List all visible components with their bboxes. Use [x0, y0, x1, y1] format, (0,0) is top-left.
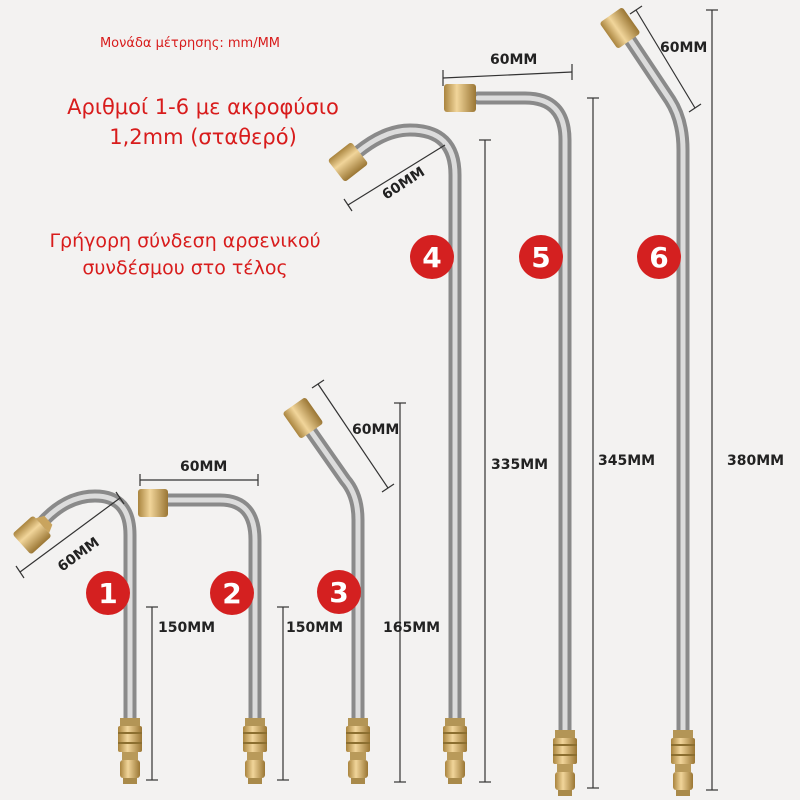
number-badge-6: 6: [637, 235, 681, 279]
length-label-5: 345MM: [598, 453, 655, 469]
lance-5: [444, 84, 577, 796]
quick-connect-note-line-2: συνδέσμου στο τέλος: [82, 257, 288, 279]
length-label-4: 335MM: [491, 457, 548, 473]
brass-nozzle-5: [444, 84, 476, 112]
svg-text:3: 3: [329, 576, 348, 609]
quick-connect-fitting-6: [671, 730, 695, 796]
number-badge-1: 1: [86, 571, 130, 615]
quick-connect-note-line-1: Γρήγορη σύνδεση αρσενικού: [49, 230, 321, 252]
number-badge-2: 2: [210, 571, 254, 615]
tube-6: [623, 33, 690, 742]
svg-text:2: 2: [222, 577, 241, 610]
brass-nozzle-4: [328, 142, 368, 182]
unit-note: Μονάδα μέτρησης: mm/MM: [99, 36, 281, 51]
svg-text:6: 6: [649, 241, 668, 274]
lance-3: [283, 398, 370, 784]
quick-connect-fitting-3: [346, 718, 370, 784]
brass-nozzle-2: [138, 489, 168, 517]
quick-connect-fitting-2: [243, 718, 267, 784]
tip-length-label-3: 60MM: [352, 422, 399, 438]
lance-6: [600, 8, 695, 796]
quick-connect-fitting-4: [443, 718, 467, 784]
svg-text:4: 4: [422, 241, 441, 274]
tip-length-label-2: 60MM: [180, 459, 227, 475]
quick-connect-note: Γρήγορη σύνδεση αρσενικού συνδέσμου στο …: [10, 228, 360, 282]
length-label-6: 380MM: [727, 453, 784, 469]
svg-text:1: 1: [98, 577, 117, 610]
dimension-lines: [15, 5, 718, 791]
nozzle-note-line-2: 1,2mm (σταθερό): [109, 125, 297, 149]
number-badge-3: 3: [317, 570, 361, 614]
length-label-1: 150MM: [158, 620, 215, 636]
quick-connect-fitting-1: [118, 718, 142, 784]
tip-length-label-5: 60MM: [490, 52, 537, 68]
brass-nozzle-6: [600, 8, 640, 48]
brass-nozzle-1: [13, 515, 53, 554]
quick-connect-fitting-5: [553, 730, 577, 796]
lance-2: [138, 489, 267, 784]
length-label-3: 165MM: [383, 620, 440, 636]
nozzle-note-line-1: Αριθμοί 1-6 με ακροφύσιο: [67, 95, 339, 119]
svg-text:5: 5: [531, 241, 550, 274]
lance-4: [328, 123, 467, 784]
tip-length-label-6: 60MM: [660, 40, 707, 56]
lance-1: [13, 489, 142, 784]
length-label-2: 150MM: [286, 620, 343, 636]
nozzle-note: Αριθμοί 1-6 με ακροφύσιο 1,2mm (σταθερό): [18, 92, 388, 152]
brass-nozzle-3: [283, 398, 323, 438]
number-badge-5: 5: [519, 235, 563, 279]
tube-5: [471, 91, 572, 742]
number-badge-4: 4: [410, 235, 454, 279]
